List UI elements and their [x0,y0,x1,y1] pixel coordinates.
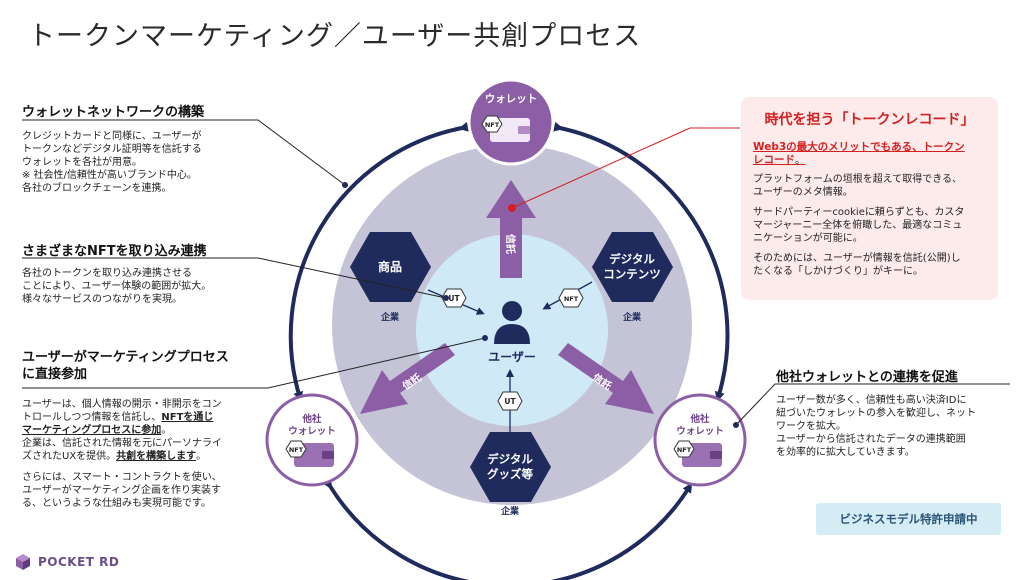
left-wallet-label-2: ウォレット [288,426,336,437]
token-record-box: 時代を担う「トークンレコード」 Web3の最大のメリットでもある、トークン レコ… [741,97,998,300]
ut-badge-bottom: UT [497,391,523,411]
section-nft-integration-heading: さまざまなNFTを取り込み連携 [22,244,207,259]
left-wallet-label-1: 他社 [301,413,322,425]
section-user-participation-body: ユーザーは、個人情報の開示・非開示をコン トロールしつつ情報を信託し、NFTを通… [22,399,222,509]
token-record-heading: 時代を担う「トークンレコード」 [764,112,975,128]
svg-text:NFT: NFT [485,121,500,129]
arc-top-to-right [553,121,730,402]
top-wallet-label: ウォレット [485,93,538,105]
token-record-p2: サードパーティーcookieに頼らずとも、カスタマージャーニー全体を俯瞰した、最… [753,207,965,244]
arc-top-to-left [288,121,469,402]
nft-badge-right: NFT [558,288,584,308]
page-title: トークンマーケティング／ユーザー共創プロセス [28,21,642,52]
hex-product: 商品 企業 [350,232,431,323]
top-wallet-node: ウォレット NFT [467,78,555,166]
hex-digital-content: デジタル コンテンツ 企業 [592,232,673,323]
callout-sec2 [22,257,447,299]
section-user-participation-heading: ユーザーがマーケティングプロセス に直接参加 [22,350,229,382]
callout-sec4 [735,383,1010,426]
svg-text:デジタル: デジタル [487,452,533,466]
company-label: 企業 [380,311,400,323]
token-record-p3: そのためには、ユーザーが情報を信託(公開)したくなる「しかけづくり」がキーに。 [753,253,961,277]
outer-cycle-arrows [288,121,730,580]
trust-arrow-right [558,343,654,414]
svg-text:グッズ等: グッズ等 [487,467,533,481]
logo-text: POCKET RD [38,555,120,569]
callout-sec3 [22,337,486,389]
token-record-subheading: Web3の最大のメリットでもある、トークン レコード。 [753,141,965,166]
ut-badge-left: UT [441,288,467,308]
section-partner-wallet-heading: 他社ウォレットとの連携を促進 [776,370,958,385]
pocket-rd-logo: POCKET RD [14,553,119,571]
right-partner-wallet-node: 他社 ウォレット NFT [653,393,747,487]
section-wallet-network-body: クレジットカードと同様に、ユーザーが トークンなどデジタル証明等を信託する ウォ… [22,131,202,194]
nft-badge-icon [285,440,307,458]
right-wallet-label-1: 他社 [689,413,710,425]
svg-text:デジタル: デジタル [609,252,655,266]
company-label: 企業 [622,311,642,323]
trust-arrows [360,180,654,414]
callout-red-diag [511,127,691,209]
section-partner-wallet-body: ユーザー数が多く、信頼性も高い決済IDに 紐づいたウォレットの参入を歓迎し、ネッ… [776,395,976,458]
nft-badge-icon [673,440,695,458]
arc-left-to-right [322,478,693,580]
trust-label-up: 信託 [504,234,517,254]
svg-text:NFT: NFT [289,446,304,454]
token-record-p1: プラットフォームの垣根を超えて取得できる、ユーザーのメタ情報。 [753,174,962,198]
callout-sec1 [22,119,346,186]
svg-text:NFT: NFT [564,295,579,303]
trust-arrow-left [360,343,455,414]
hex-digital-goods: デジタル グッズ等 企業 [470,432,551,517]
right-wallet-label-2: ウォレット [676,426,724,437]
svg-text:NFT: NFT [677,446,692,454]
svg-text:コンテンツ: コンテンツ [603,267,661,281]
callout-dots [342,182,739,428]
user-icon [494,301,530,344]
trust-arrow-up [486,180,536,278]
section-nft-integration-body: 各社のトークンを取り込み連携させる ことにより、ユーザー体験の範囲が拡大。 様々… [22,268,212,305]
patent-pending-badge: ビジネスモデル特許申請中 [816,503,1001,535]
svg-text:商品: 商品 [378,259,402,274]
logo-cube-icon [16,554,30,570]
callout-lines [22,119,1010,426]
svg-text:UT: UT [448,294,460,303]
svg-text:UT: UT [504,397,516,406]
left-partner-wallet-node: 他社 ウォレット NFT [265,393,359,487]
section-wallet-network-heading: ウォレットネットワークの構築 [22,105,205,120]
nft-badge-icon [481,115,503,133]
user-label: ユーザー [488,350,536,364]
company-label: 企業 [500,505,520,517]
